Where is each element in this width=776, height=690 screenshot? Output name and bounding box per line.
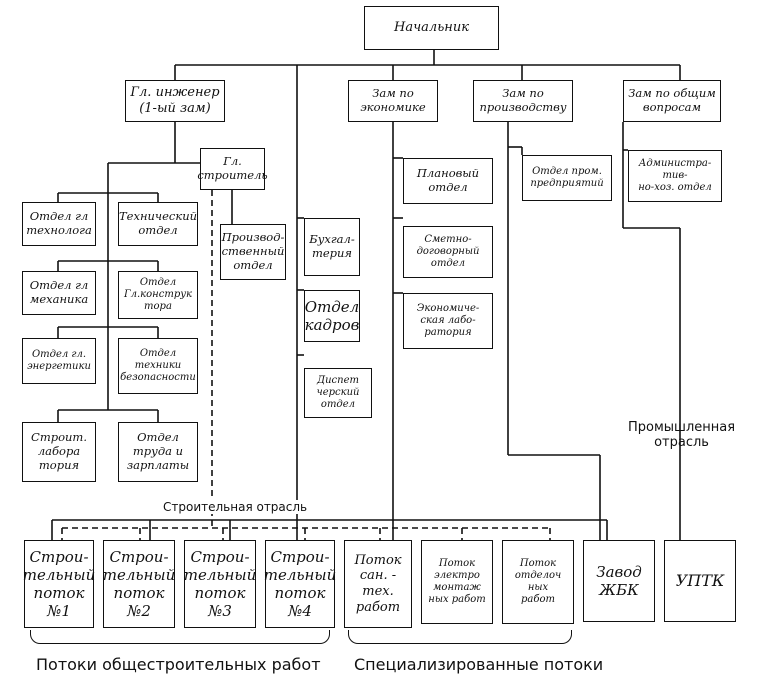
economic-lab-box: Экономиче- ская лабо- ратория bbox=[403, 293, 493, 349]
safety-dept-box: Отдел техники безопасности bbox=[118, 338, 198, 394]
finishing-flow-box: Поток отделоч ных работ bbox=[502, 540, 574, 624]
electrical-flow-box: Поток электро монтаж ных работ bbox=[421, 540, 493, 624]
deputy-economy-box: Зам по экономике bbox=[348, 80, 438, 122]
planning-dept-box: Плановый отдел bbox=[403, 158, 493, 204]
deputy-production-box: Зам по производству bbox=[473, 80, 573, 122]
specialized-flows-caption: Специализированные потоки bbox=[354, 655, 604, 674]
industrial-sector-label: Промышленная отрасль bbox=[628, 420, 736, 450]
chief-engineer-box: Гл. инженер (1-ый зам) bbox=[125, 80, 225, 122]
construction-sector-label: Строительная отрасль bbox=[160, 500, 311, 514]
construction-flow-2-box: Строи- тельный поток №2 bbox=[103, 540, 175, 628]
admin-household-dept-box: Администра- тив- но-хоз. отдел bbox=[628, 150, 722, 202]
uptk-box: УПТК bbox=[664, 540, 736, 622]
chief-designer-dept-box: Отдел Гл.конструк тора bbox=[118, 271, 198, 319]
chief-builder-box: Гл. строитель bbox=[197, 148, 268, 190]
construction-flow-1-box: Строи- тельный поток №1 bbox=[23, 540, 95, 628]
head-box: Начальник bbox=[364, 6, 499, 50]
deputy-general-box: Зам по общим вопросам bbox=[623, 80, 721, 122]
production-dept-box: Производ- ственный отдел bbox=[220, 224, 286, 280]
estimate-contract-dept-box: Сметно- договорный отдел bbox=[403, 226, 493, 278]
labor-salary-dept-box: Отдел труда и зарплаты bbox=[118, 422, 198, 482]
dispatch-dept-box: Диспет черский отдел bbox=[304, 368, 372, 418]
technical-dept-box: Технический отдел bbox=[118, 202, 198, 246]
plant-zhbk-box: Завод ЖБК bbox=[583, 540, 655, 622]
sanitary-flow-box: Поток сан. - тех. работ bbox=[344, 540, 412, 628]
hr-dept-box: Отдел кадров bbox=[304, 290, 360, 342]
chief-mechanic-dept-box: Отдел гл механика bbox=[22, 271, 96, 315]
chief-power-engineer-dept-box: Отдел гл. энергетики bbox=[22, 338, 96, 384]
construction-flow-4-box: Строи- тельный поток №4 bbox=[264, 540, 336, 628]
general-flows-brace bbox=[30, 630, 330, 644]
general-flows-caption: Потоки общестроительных работ bbox=[36, 655, 321, 674]
industrial-enterprises-dept-box: Отдел пром. предприятий bbox=[522, 155, 612, 201]
construction-lab-box: Строит. лабора тория bbox=[22, 422, 96, 482]
chief-technologist-dept-box: Отдел гл технолога bbox=[22, 202, 96, 246]
specialized-flows-brace bbox=[348, 630, 572, 644]
construction-flow-3-box: Строи- тельный поток №3 bbox=[184, 540, 256, 628]
accounting-box: Бухгал- терия bbox=[304, 218, 360, 276]
